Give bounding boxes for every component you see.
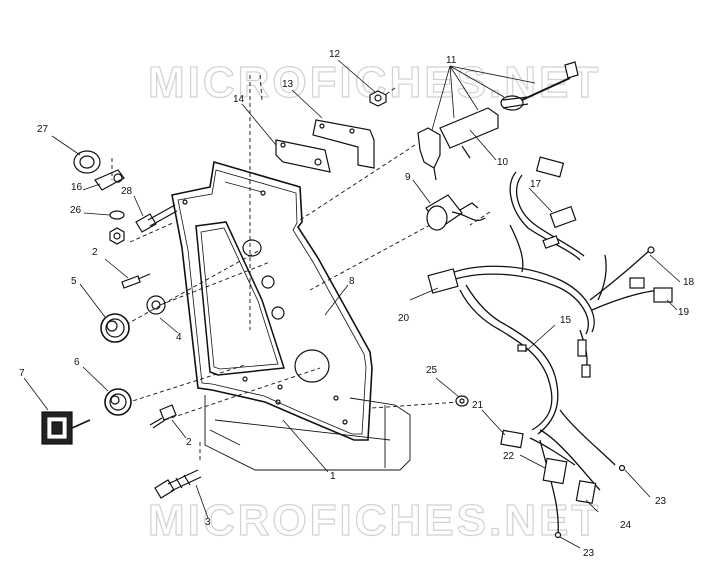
callout-8: 8 — [349, 276, 355, 287]
callout-7: 7 — [19, 368, 25, 379]
callout-12: 12 — [329, 49, 341, 60]
callout-28: 28 — [121, 186, 133, 197]
callout-16: 16 — [71, 182, 83, 193]
callout-5: 5 — [71, 276, 77, 287]
watermark-bottom: MICROFICHES.NET — [147, 495, 602, 545]
callout-2-top: 2 — [92, 247, 98, 258]
callout-18: 18 — [683, 277, 695, 288]
callout-20: 20 — [398, 313, 410, 324]
switch-part-7 — [41, 411, 91, 445]
callout-10: 10 — [497, 157, 509, 168]
bracket-part-13 — [312, 119, 375, 169]
washer-part-26a — [109, 210, 125, 220]
screw-part-2-bottom — [149, 404, 177, 429]
harness-connectors — [427, 156, 673, 539]
callout-14: 14 — [233, 94, 245, 105]
nut-part-6 — [104, 388, 132, 416]
washer-part-25 — [455, 395, 469, 407]
callout-25: 25 — [426, 365, 438, 376]
nut-part-5 — [100, 313, 130, 343]
callout-9: 9 — [405, 172, 411, 183]
callout-24: 24 — [620, 520, 632, 531]
washer-part-4 — [146, 295, 166, 315]
washer-part-27 — [73, 150, 101, 174]
nut-part-12 — [369, 90, 387, 107]
callout-19: 19 — [678, 307, 690, 318]
callout-23-right: 23 — [655, 496, 667, 507]
callout-6: 6 — [74, 357, 80, 368]
bracket-part-14 — [275, 139, 331, 173]
switch-assembly-part-10 — [417, 61, 579, 181]
clip-part-16 — [94, 169, 125, 191]
side-panel-part-1 — [171, 160, 373, 441]
callout-15: 15 — [560, 315, 572, 326]
screw-part-28 — [135, 204, 178, 233]
callout-22: 22 — [503, 451, 515, 462]
callout-4: 4 — [176, 332, 182, 343]
callout-1: 1 — [330, 471, 336, 482]
callout-3: 3 — [205, 517, 211, 528]
lower-bracket-outline — [204, 395, 411, 471]
callout-26: 26 — [70, 205, 82, 216]
callout-27: 27 — [37, 124, 49, 135]
callout-13: 13 — [282, 79, 294, 90]
switch-part-9 — [425, 194, 486, 231]
nut-part-26b — [109, 227, 125, 245]
callout-17: 17 — [530, 179, 542, 190]
callout-11: 11 — [446, 55, 457, 66]
bolt-part-3 — [154, 469, 202, 499]
pin-part-2-top — [121, 273, 151, 289]
callout-2-bottom: 2 — [186, 437, 192, 448]
callout-leader-lines — [23, 59, 681, 549]
callout-23-bottom: 23 — [583, 548, 595, 559]
callout-21: 21 — [472, 400, 484, 411]
